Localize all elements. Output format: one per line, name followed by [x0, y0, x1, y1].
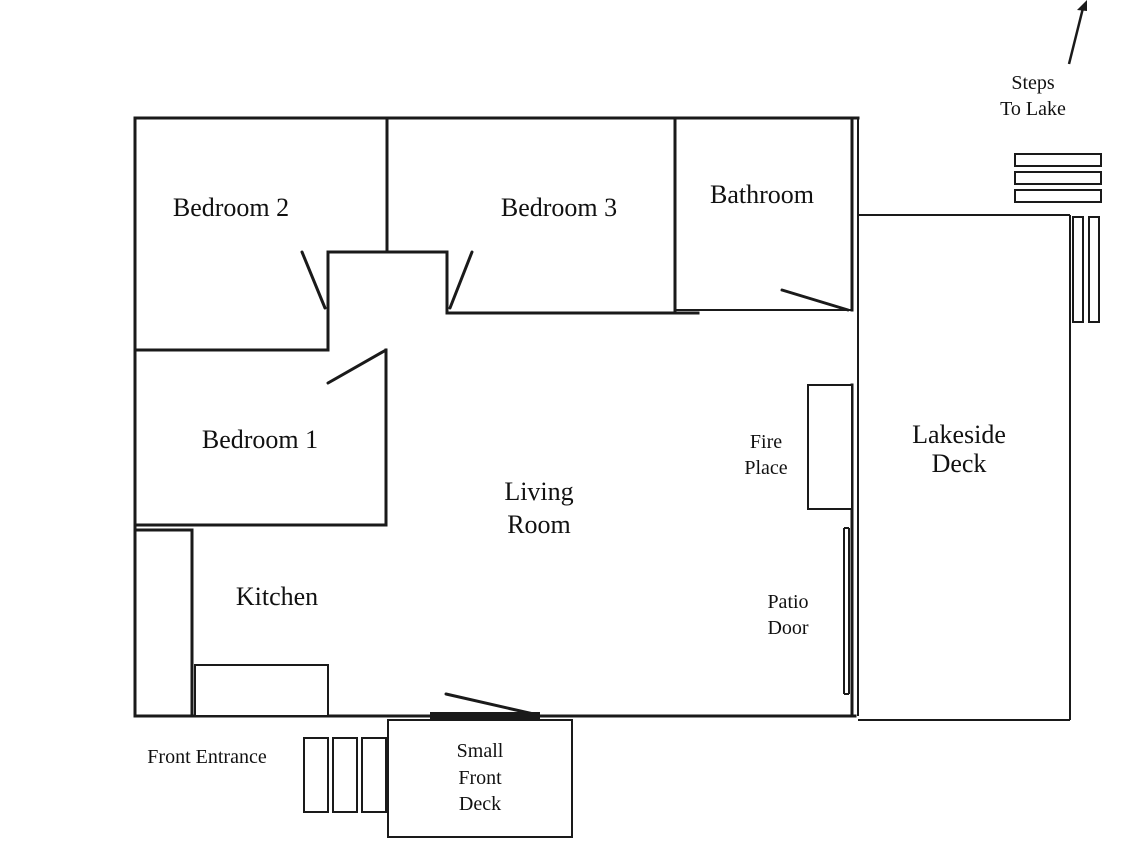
- patio-door: [843, 527, 850, 695]
- patio-door-label: Patio Door: [767, 591, 808, 639]
- bedroom-3-label: Bedroom 3: [501, 193, 617, 222]
- living-room-label: Living Room: [504, 477, 573, 539]
- bedroom-1-door: [326, 348, 388, 385]
- svg-text:Steps: Steps: [1011, 72, 1055, 94]
- fire-place-label: Fire Place: [744, 431, 787, 479]
- bedroom-1-label: Bedroom 1: [202, 425, 318, 454]
- kitchen-fixtures: [133, 528, 329, 718]
- svg-text:Patio: Patio: [767, 591, 808, 613]
- small-front-deck: [387, 719, 573, 838]
- lakeside-deck-label: Lakeside Deck: [912, 420, 1006, 478]
- bedroom-2-walls: [133, 116, 449, 352]
- bedroom-2-door: [300, 250, 327, 310]
- small-front-deck-label: Small Front Deck: [457, 740, 504, 815]
- svg-text:To Lake: To Lake: [1000, 98, 1066, 120]
- steps-to-lake-label: Steps To Lake: [1000, 72, 1066, 120]
- front-entrance-label: Front Entrance: [147, 746, 267, 768]
- svg-text:Small: Small: [457, 740, 504, 762]
- bedroom-2-label: Bedroom 2: [173, 193, 289, 222]
- steps-to-lake: [1014, 153, 1102, 323]
- bathroom-door: [780, 288, 850, 312]
- bedroom-1-walls: [133, 348, 388, 527]
- lakeside-deck: [858, 214, 1071, 721]
- bathroom-label: Bathroom: [710, 180, 814, 209]
- svg-text:Fire: Fire: [750, 431, 782, 453]
- fire-place-hearth: [807, 384, 853, 510]
- svg-text:Front: Front: [458, 767, 502, 789]
- arrow-up-right-icon: [1067, 0, 1087, 65]
- front-entrance-steps: [303, 737, 387, 813]
- svg-text:Deck: Deck: [459, 793, 501, 815]
- svg-text:Lakeside: Lakeside: [912, 420, 1006, 449]
- svg-text:Room: Room: [507, 510, 571, 539]
- kitchen-label: Kitchen: [236, 582, 318, 611]
- bedroom-3-door: [448, 250, 474, 310]
- front-door: [430, 692, 540, 719]
- svg-text:Door: Door: [767, 617, 808, 639]
- bedroom-3-walls: [445, 116, 700, 315]
- svg-text:Deck: Deck: [932, 449, 987, 478]
- svg-text:Place: Place: [744, 457, 787, 479]
- svg-text:Living: Living: [504, 477, 573, 506]
